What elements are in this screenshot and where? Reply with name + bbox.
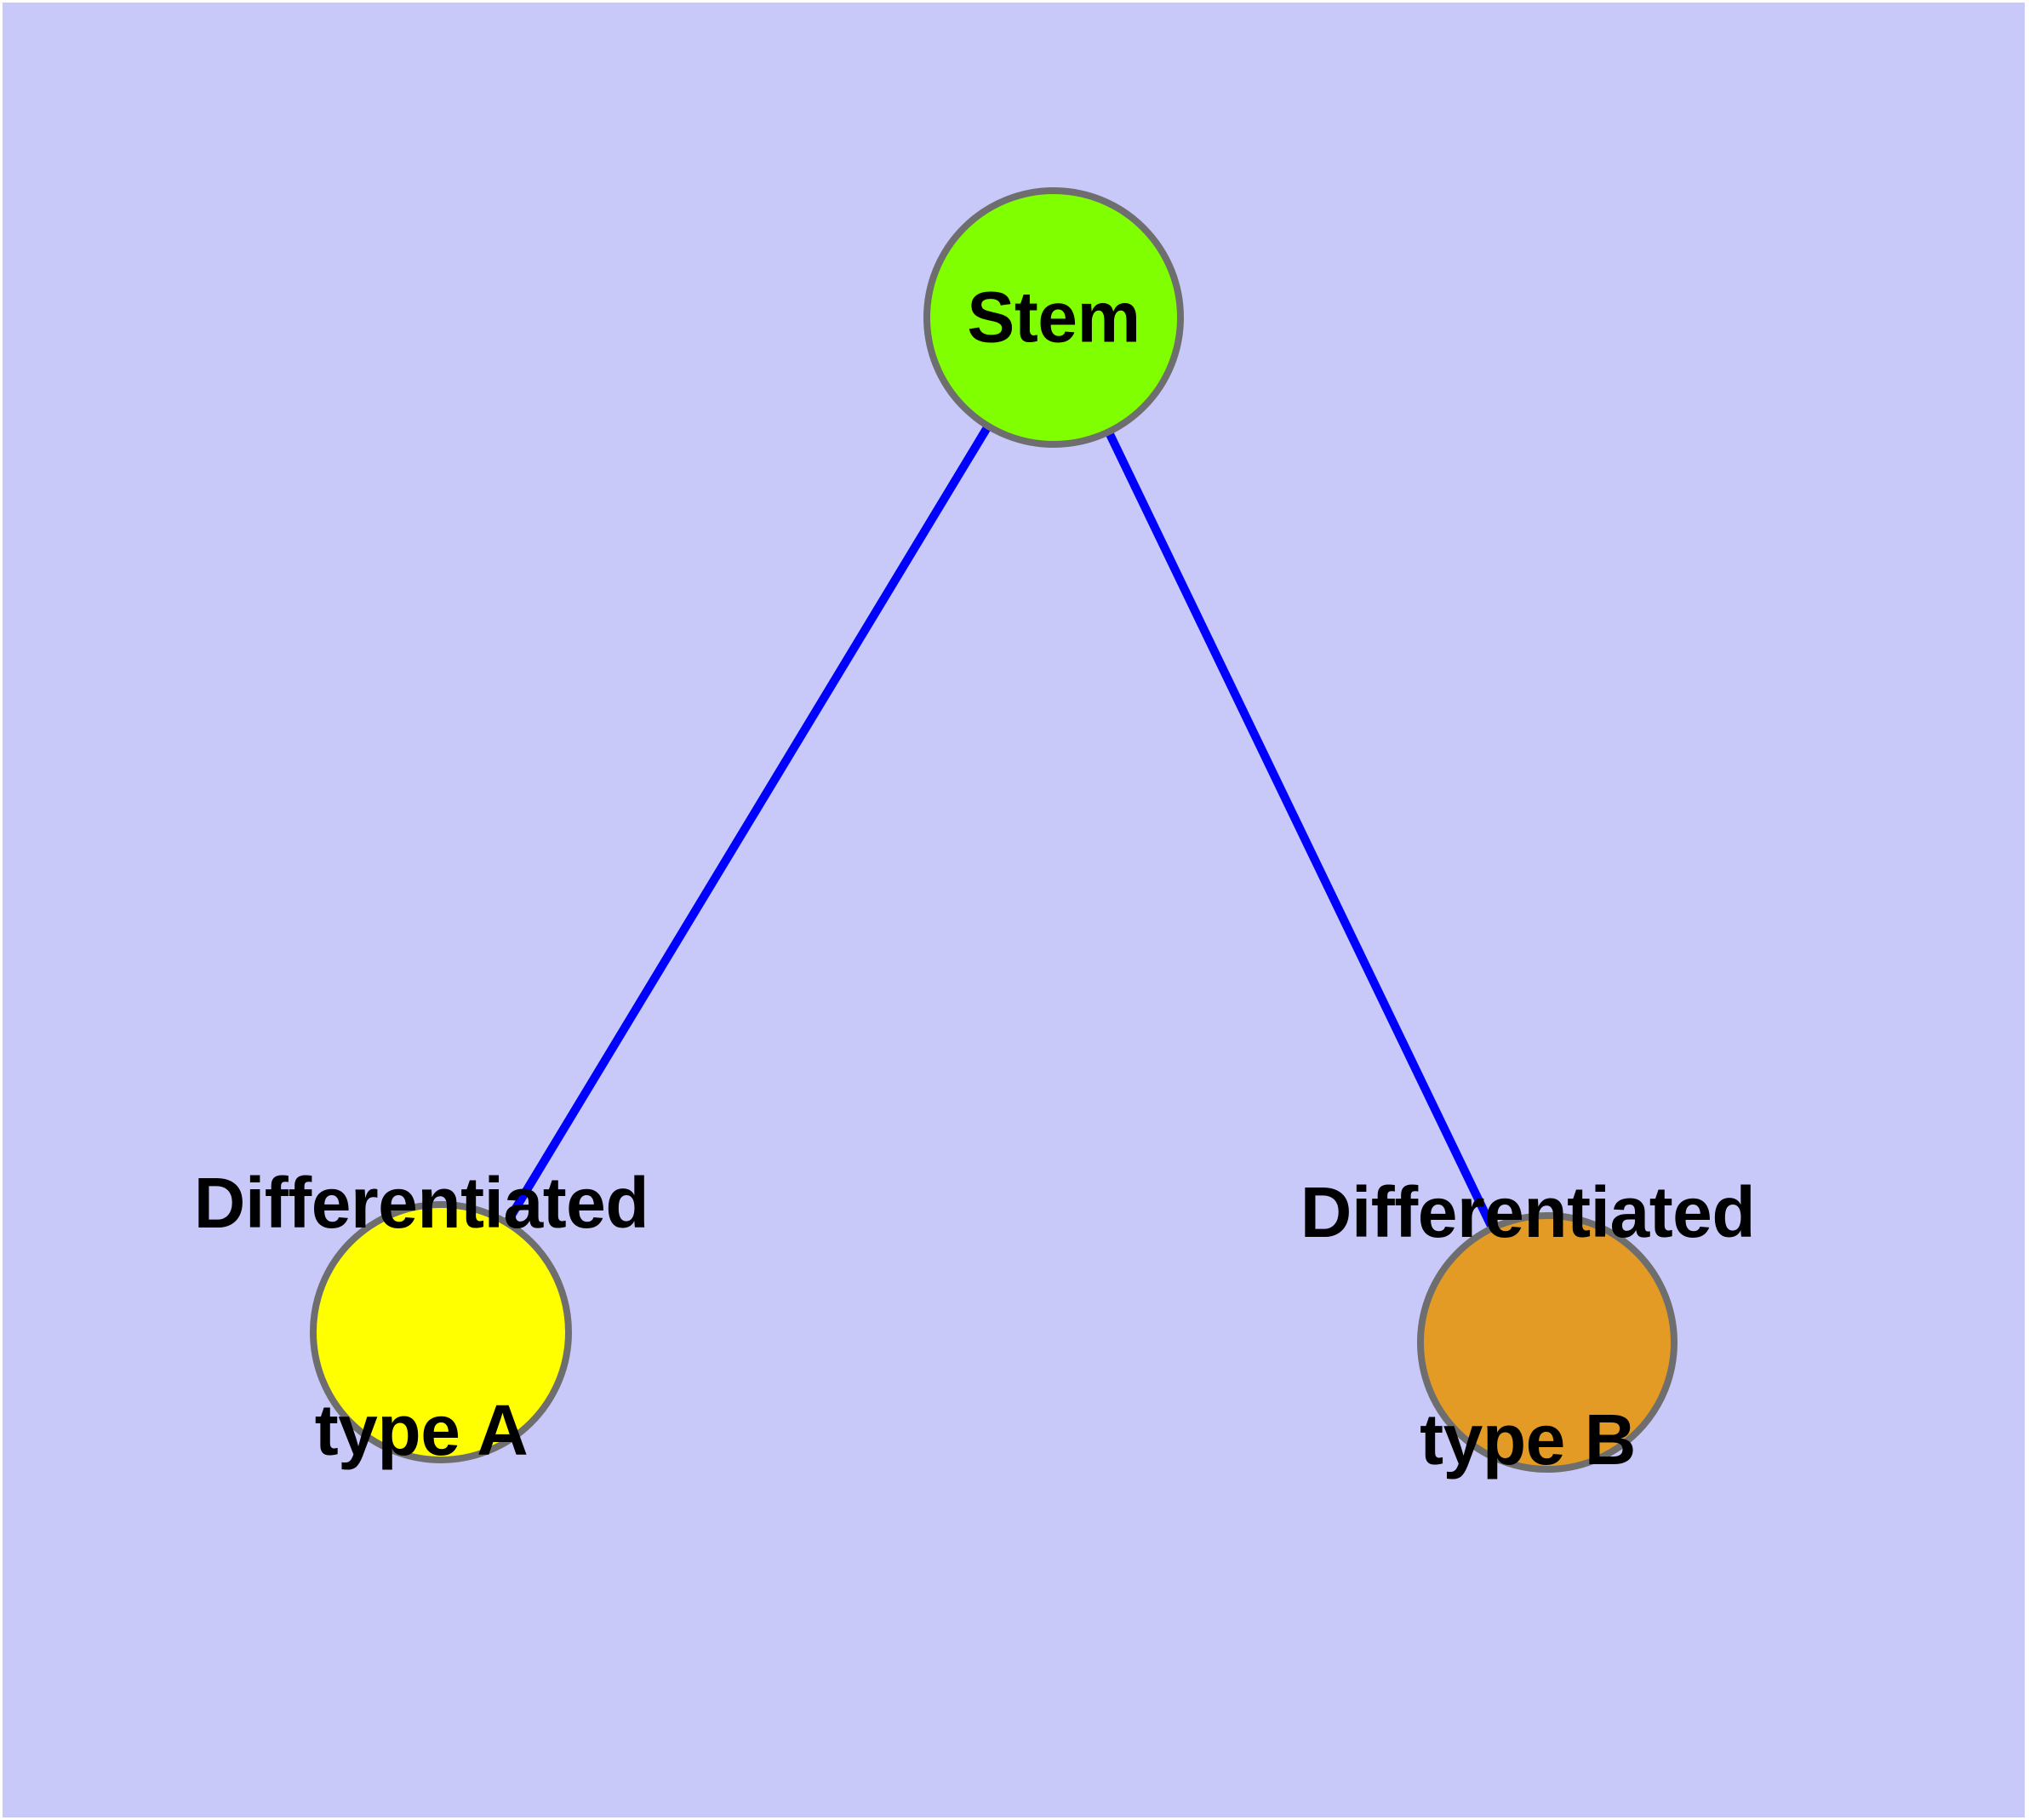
edge-stem-to-diff-b[interactable] bbox=[1049, 315, 1552, 1345]
edge-stem-to-diff-a[interactable] bbox=[437, 315, 1058, 1335]
node-differentiated-type-b[interactable] bbox=[1417, 1212, 1677, 1473]
node-differentiated-type-a[interactable] bbox=[310, 1201, 572, 1463]
node-stem[interactable] bbox=[923, 187, 1184, 448]
edge-layer bbox=[437, 315, 1552, 1345]
node-layer bbox=[310, 187, 1677, 1473]
